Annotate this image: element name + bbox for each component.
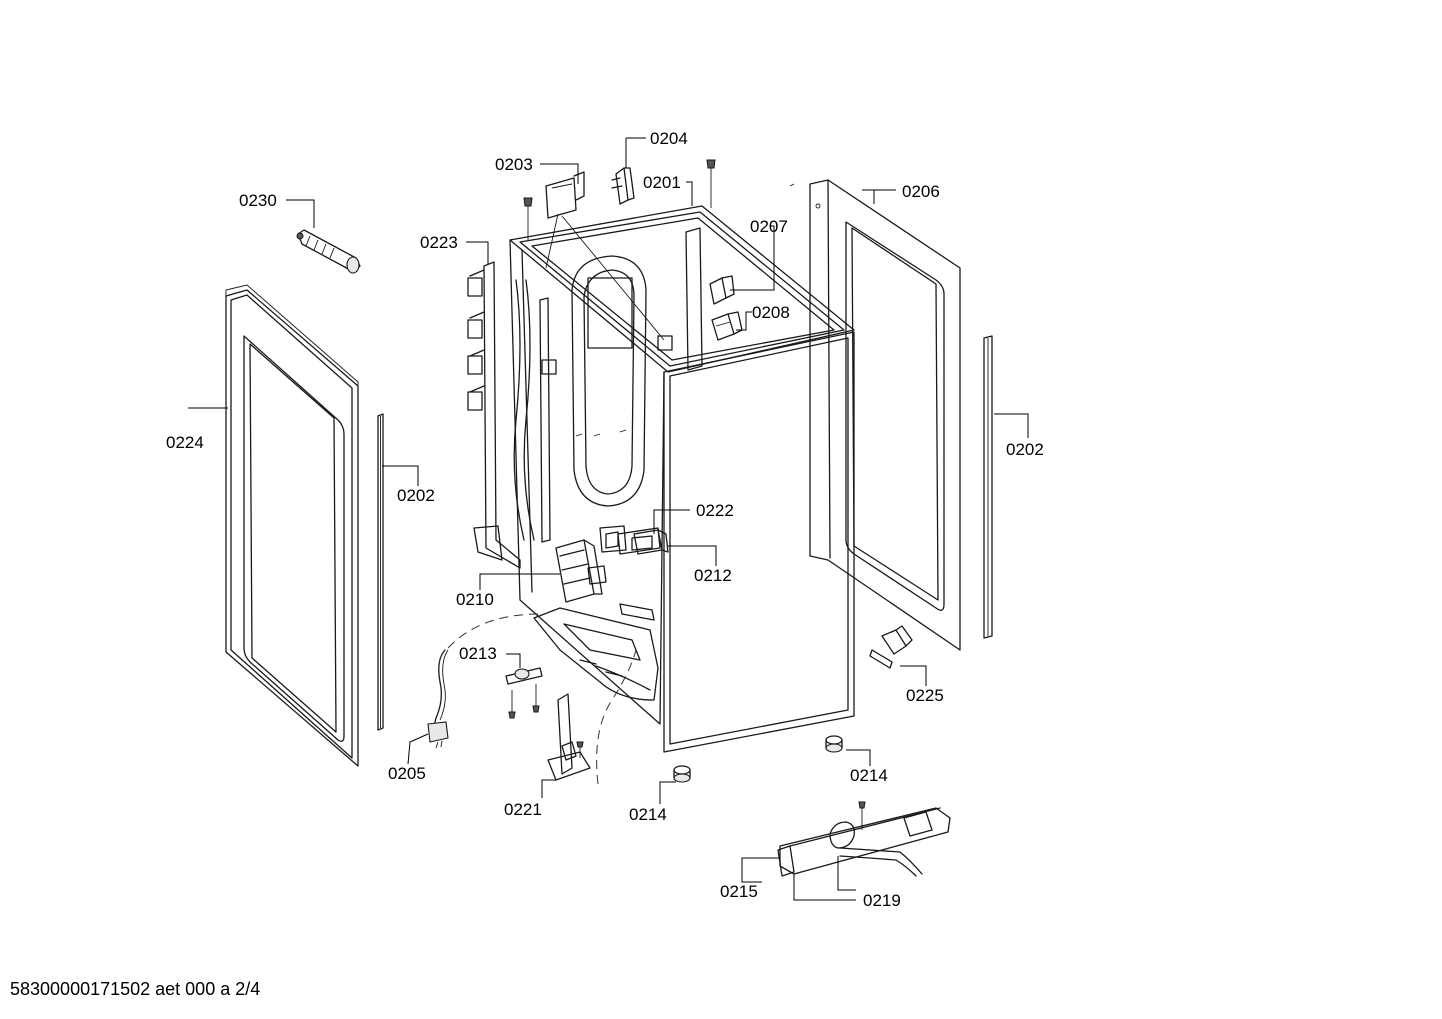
document-id: 58300000171502 aet 000 a 2/4 xyxy=(10,979,261,999)
callout-0213: 0213 xyxy=(459,644,497,663)
foot-0214-right xyxy=(825,735,843,753)
callout-0206: 0206 xyxy=(902,182,940,201)
callout-0204: 0204 xyxy=(650,129,688,148)
callout-0230: 0230 xyxy=(239,191,277,210)
pump-0210 xyxy=(555,539,607,603)
rear-frame xyxy=(467,261,521,569)
hose-dashed-line xyxy=(596,649,637,785)
valve-0221 xyxy=(547,693,591,781)
callout-0214-right: 0214 xyxy=(850,766,888,785)
connector-0212 xyxy=(633,529,669,555)
callout-0214-left: 0214 xyxy=(629,805,667,824)
callout-0202-right: 0202 xyxy=(1006,440,1044,459)
callout-0212: 0212 xyxy=(694,566,732,585)
callout-0225: 0225 xyxy=(906,686,944,705)
callout-0202-left: 0202 xyxy=(397,486,435,505)
seal-strip-right xyxy=(983,335,993,639)
cabinet-body xyxy=(509,159,855,753)
base-rail xyxy=(777,801,951,877)
callout-0201: 0201 xyxy=(643,173,681,192)
clip-0208 xyxy=(711,311,743,341)
lock-pin-part xyxy=(296,229,361,274)
callout-0219: 0219 xyxy=(863,891,901,910)
callout-0223: 0223 xyxy=(420,233,458,252)
callout-labels: 0230 0203 0204 0201 0206 0223 0207 0208 … xyxy=(166,129,1044,910)
seal-strip-left xyxy=(377,413,384,731)
callout-0207: 0207 xyxy=(750,217,788,236)
callout-0221: 0221 xyxy=(504,800,542,819)
leader-lines xyxy=(188,137,1029,901)
callout-0203: 0203 xyxy=(495,155,533,174)
left-side-panel xyxy=(225,284,359,767)
callout-0224: 0224 xyxy=(166,433,204,452)
callout-0215: 0215 xyxy=(720,882,758,901)
callout-0208: 0208 xyxy=(752,303,790,322)
foot-0214-left xyxy=(673,765,691,783)
power-cord xyxy=(427,649,449,749)
right-side-panel xyxy=(789,179,961,651)
callout-0205: 0205 xyxy=(388,764,426,783)
callout-0222: 0222 xyxy=(696,501,734,520)
bolt-0213 xyxy=(505,667,543,719)
bracket-0204 xyxy=(611,167,635,205)
component-0225 xyxy=(869,625,913,669)
cord-dashed-line xyxy=(447,613,541,649)
clip-0207 xyxy=(709,275,735,305)
clip-0203 xyxy=(545,171,585,219)
callout-0210: 0210 xyxy=(456,590,494,609)
